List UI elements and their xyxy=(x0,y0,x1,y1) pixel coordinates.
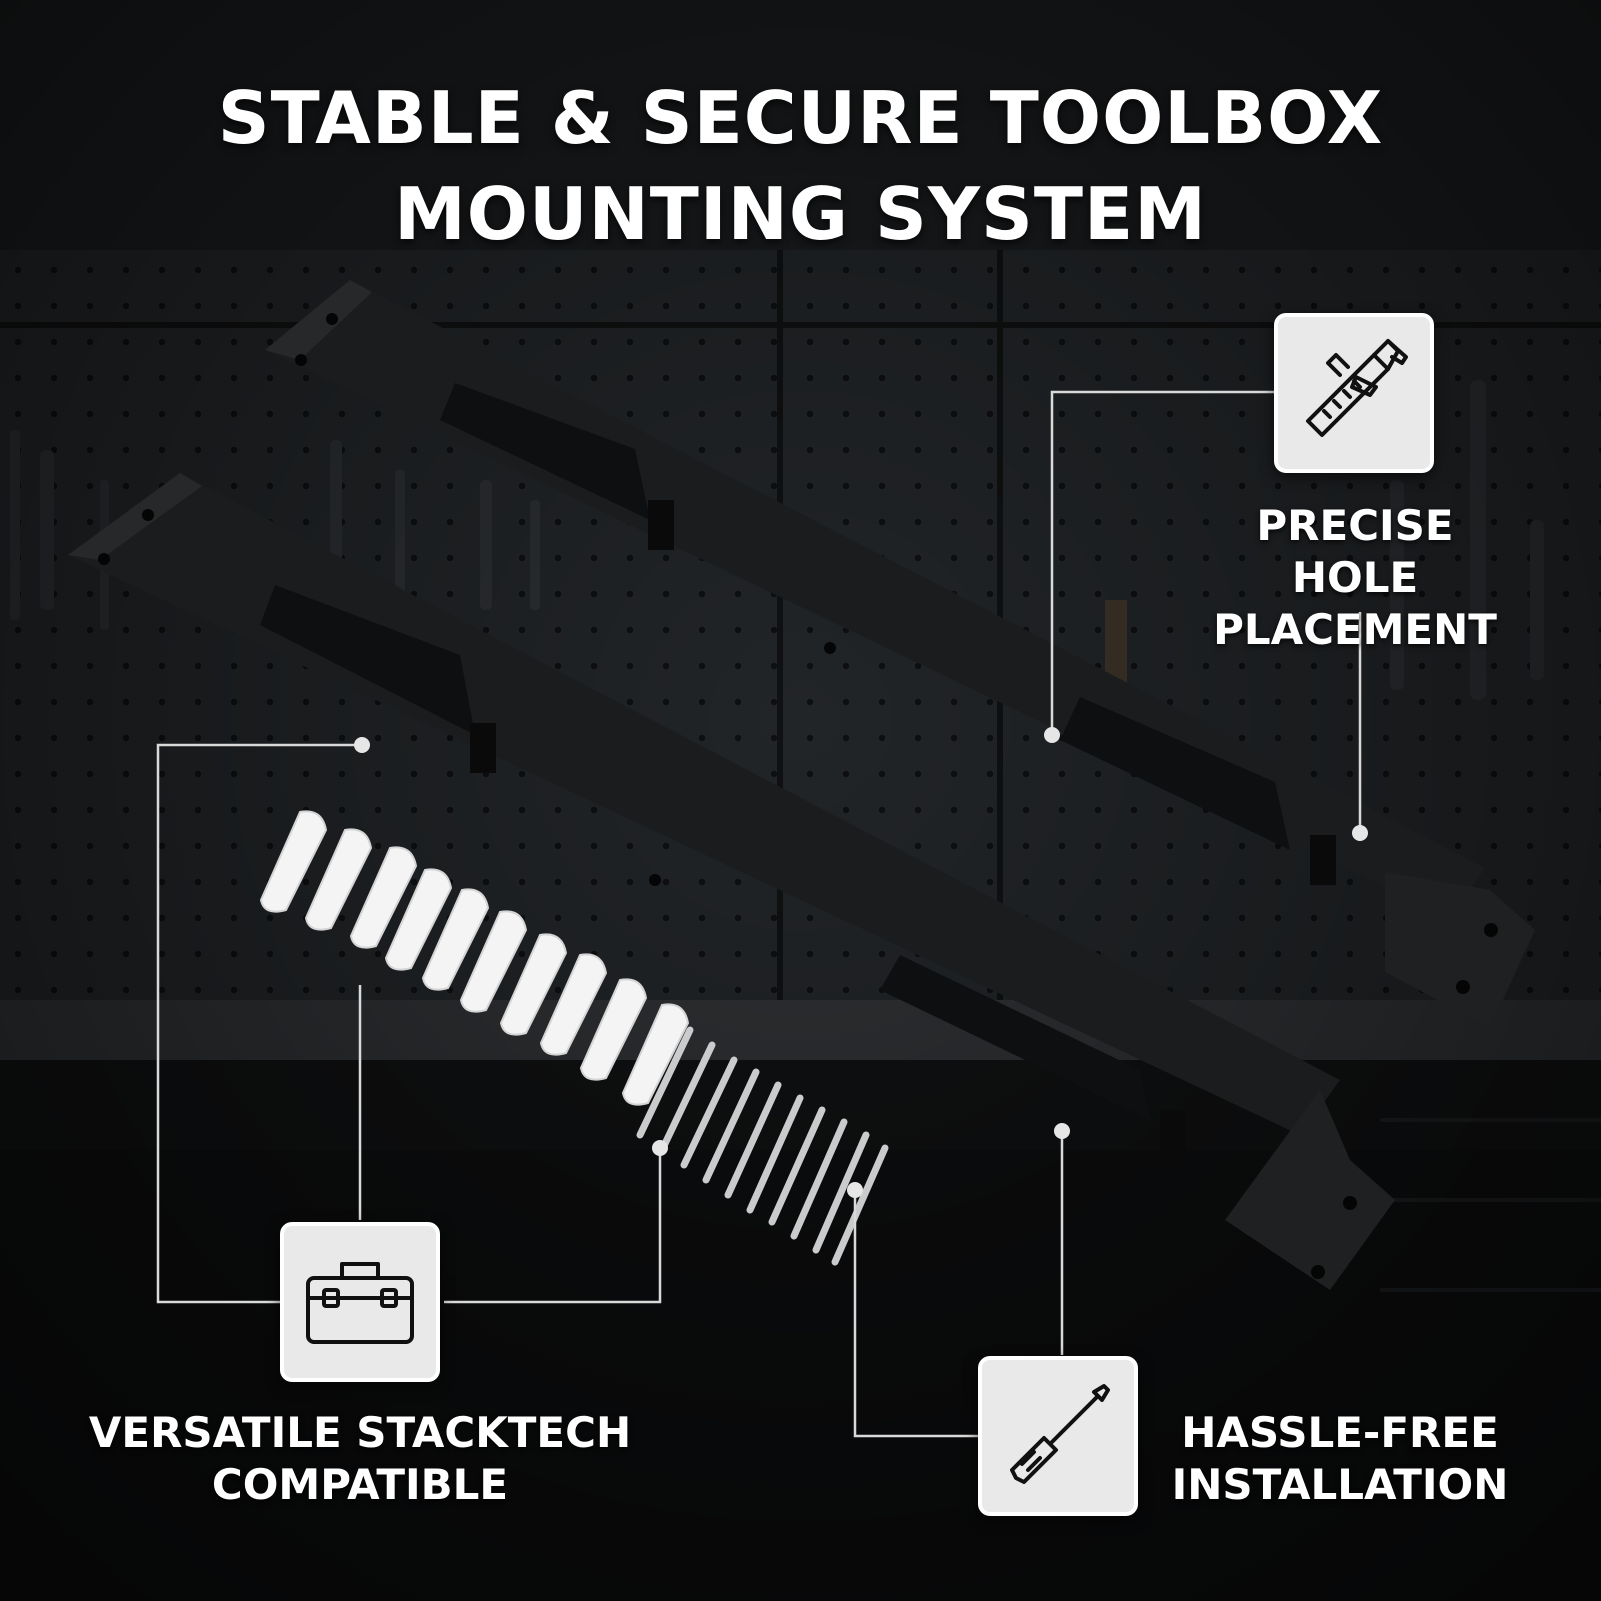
feature-label-hassle-free-line-1: HASSLE-FREE xyxy=(1181,1408,1499,1457)
wood-screws xyxy=(636,1026,889,1266)
toolbox-icon xyxy=(306,1262,414,1344)
mounting-bracket-upper xyxy=(265,280,1535,1028)
feature-label-precise-line-2: PLACEMENT xyxy=(1213,605,1497,654)
feature-label-versatile: VERSATILE STACKTECH COMPATIBLE xyxy=(50,1407,670,1511)
feature-tile-screwdriver xyxy=(978,1356,1138,1516)
callout-lines xyxy=(156,390,1362,1438)
feature-label-versatile-line-2: COMPATIBLE xyxy=(211,1460,509,1509)
feature-tile-caliper xyxy=(1274,313,1434,473)
feature-label-precise-line-1: PRECISE HOLE xyxy=(1256,501,1454,602)
screwdriver-icon xyxy=(1010,1384,1110,1484)
feature-label-precise: PRECISE HOLE PLACEMENT xyxy=(1190,500,1520,656)
page-title: STABLE & SECURE TOOLBOX MOUNTING SYSTEM xyxy=(0,70,1601,262)
feature-tile-toolbox xyxy=(280,1222,440,1382)
feature-label-hassle-free: HASSLE-FREE INSTALLATION xyxy=(1150,1407,1530,1511)
feature-label-versatile-line-1: VERSATILE STACKTECH xyxy=(88,1408,632,1457)
mounting-bracket-lower xyxy=(68,473,1395,1290)
caliper-icon xyxy=(1306,339,1408,437)
wall-anchors xyxy=(259,810,690,1106)
callout-dots xyxy=(354,727,1368,1198)
feature-label-hassle-free-line-2: INSTALLATION xyxy=(1171,1460,1509,1509)
title-line-1: STABLE & SECURE TOOLBOX xyxy=(217,76,1384,160)
title-line-2: MOUNTING SYSTEM xyxy=(394,172,1207,256)
